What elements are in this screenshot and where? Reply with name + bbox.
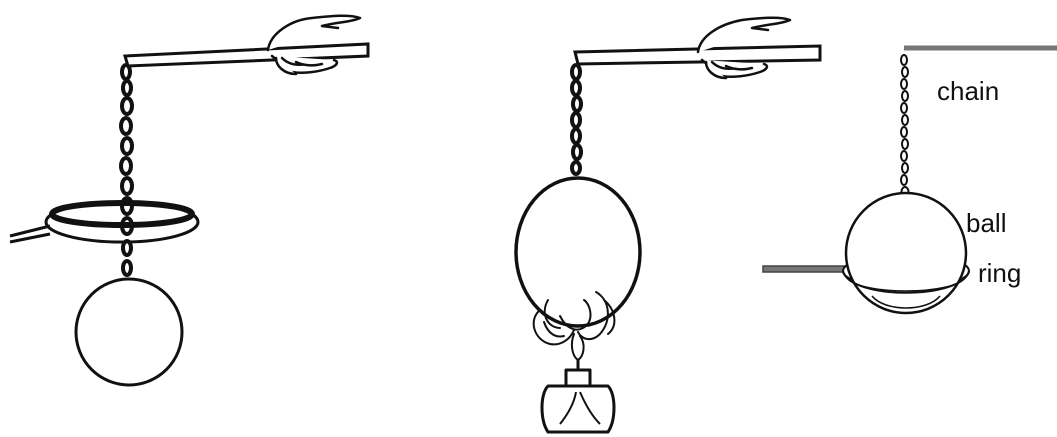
panel-labeled-ball-on-ring xyxy=(762,45,1057,315)
chain-label: chain xyxy=(937,76,1000,106)
chain xyxy=(900,54,910,198)
panel-ball-below-ring xyxy=(9,14,370,387)
ring xyxy=(9,200,200,244)
ball xyxy=(844,191,968,315)
chain xyxy=(570,63,583,176)
ring-handle xyxy=(762,265,849,273)
ball xyxy=(74,277,184,387)
chain xyxy=(119,63,134,277)
rod xyxy=(573,44,822,66)
panel-ball-heated xyxy=(514,16,822,434)
hand-icon xyxy=(266,14,362,76)
burner-icon xyxy=(540,360,616,434)
ball xyxy=(514,176,642,328)
ring-label: ring xyxy=(978,258,1022,288)
hand-icon xyxy=(696,16,792,80)
rod xyxy=(123,42,370,68)
ball-label: ball xyxy=(966,208,1007,238)
